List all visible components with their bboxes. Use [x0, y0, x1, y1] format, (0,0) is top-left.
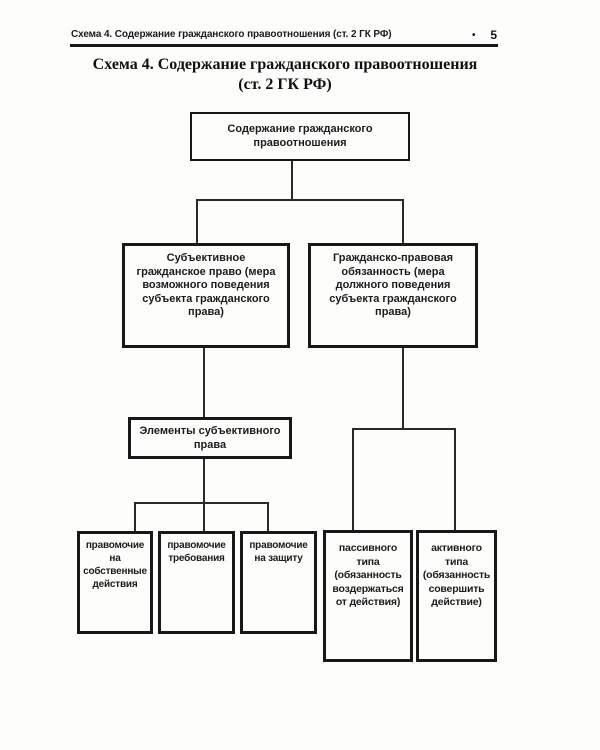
connector-duty-stem	[402, 346, 404, 430]
running-head-text: Схема 4. Содержание гражданского правоот…	[71, 29, 392, 40]
page-number: •5	[472, 28, 497, 42]
connector-elements-stem	[203, 457, 205, 533]
connector-subjective-to-elements	[203, 346, 205, 419]
box-duty-passive-type: пассивного типа (обязанность воздержатьс…	[323, 530, 413, 662]
box-entitlement-defense: правомочие на защиту	[240, 531, 317, 634]
box-civil-law-duty: Гражданско-правовая обязанность (мера до…	[308, 243, 478, 348]
page-title: Схема 4. Содержание гражданского правоот…	[25, 55, 545, 95]
running-head: Схема 4. Содержание гражданского правоот…	[71, 28, 499, 42]
connector-root-stem	[291, 159, 293, 201]
connector-level2-crossbar	[196, 199, 404, 201]
box-entitlement-own-actions: правомочие на собственные действия	[77, 531, 153, 634]
connector-drop-duty	[402, 199, 404, 245]
box-elements-of-subjective-right: Элементы субъективного права	[128, 417, 292, 459]
connector-drop-active-type	[454, 428, 456, 532]
box-duty-active-type: активного типа (обязанность совершить де…	[416, 530, 497, 662]
box-content-of-civil-relation: Содержание гражданского правоотношения	[190, 112, 410, 161]
page-number-value: 5	[490, 28, 497, 42]
connector-drop-defense	[267, 502, 269, 533]
connector-entitlements-crossbar	[134, 502, 269, 504]
bullet-glyph: •	[472, 30, 476, 41]
connector-drop-own-actions	[134, 502, 136, 533]
box-subjective-civil-right: Субъективное гражданское право (мера воз…	[122, 243, 290, 348]
connector-drop-passive-type	[352, 428, 354, 532]
connector-drop-subjective	[196, 199, 198, 245]
header-rule	[70, 44, 498, 47]
box-entitlement-demand: правомочие требования	[158, 531, 235, 634]
connector-duty-types-crossbar	[352, 428, 456, 430]
page-title-line1: Схема 4. Содержание гражданского правоот…	[92, 56, 478, 73]
page-title-line2: (ст. 2 ГК РФ)	[238, 76, 332, 93]
